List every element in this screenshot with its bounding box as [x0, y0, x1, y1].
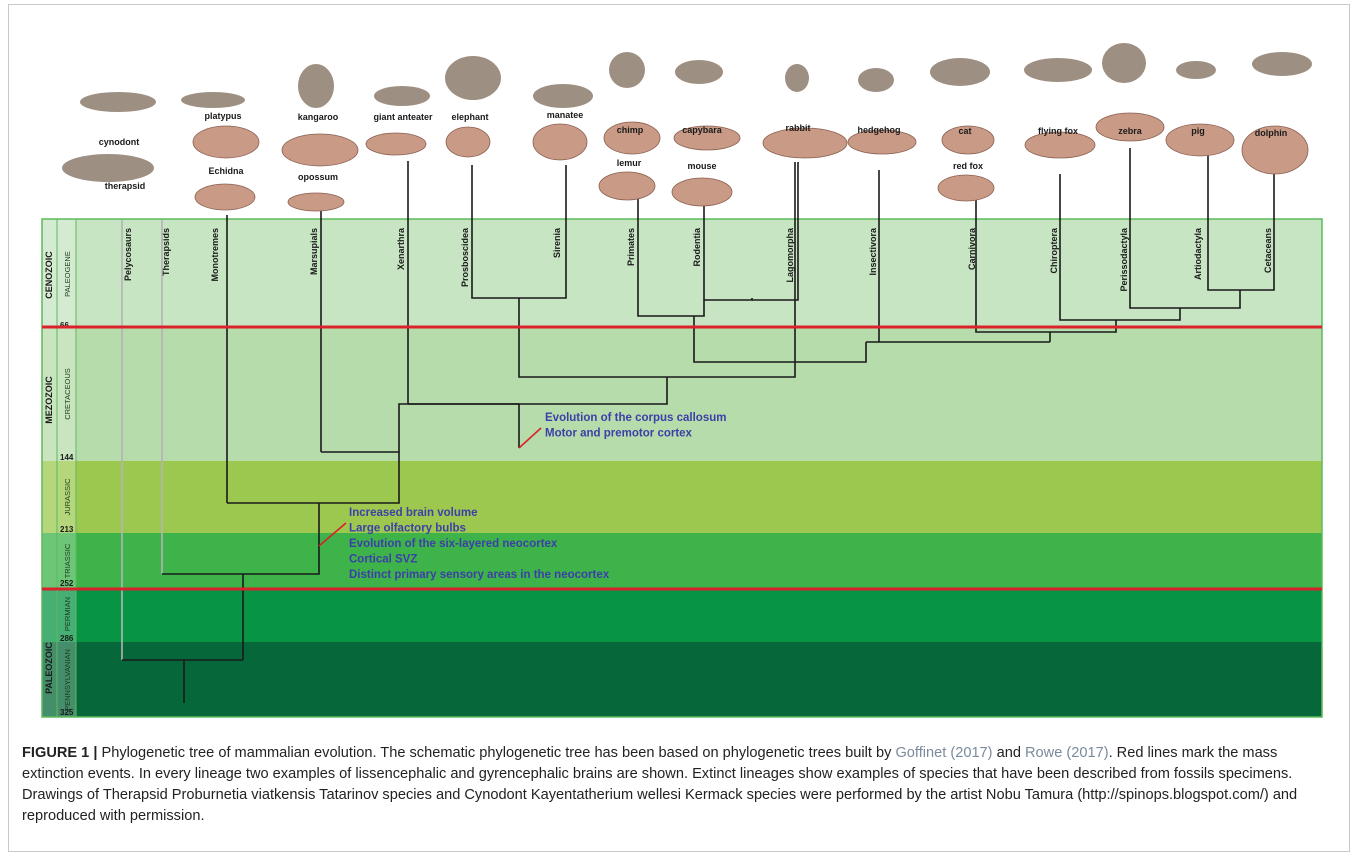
brain-lemur	[599, 172, 655, 200]
annotation-1-line-1: Large olfactory bulbs	[349, 523, 466, 535]
animal-zebra	[1102, 43, 1146, 83]
brain-manatee	[533, 124, 587, 160]
clade-label-primates: Primates	[626, 228, 636, 266]
brain-platypus	[193, 126, 259, 158]
species-label-echidna: Echidna	[208, 166, 244, 176]
species-label-elephant: elephant	[451, 112, 488, 122]
species-label-opossum: opossum	[298, 172, 338, 182]
animal-elephant	[445, 56, 501, 100]
clade-label-perissodactyla: Perissodactyla	[1119, 227, 1129, 292]
band-cretaceous	[42, 328, 1322, 461]
species-label-rabbit: rabbit	[785, 123, 810, 133]
clade-label-xenarthra: Xenarthra	[396, 227, 406, 270]
annotation-1-line-4: Distinct primary sensory areas in the ne…	[349, 569, 610, 581]
period-label-paleogene: PALEOGENE	[63, 251, 72, 297]
species-label-platypus: platypus	[204, 111, 241, 121]
era-label-cenozoic: CENOZOIC	[44, 251, 54, 299]
figure-caption: FIGURE 1 | Phylogenetic tree of mammalia…	[22, 743, 1336, 827]
era-label-paleozoic: PALEOZOIC	[44, 642, 54, 694]
period-label-triassic: TRIASSIC	[63, 543, 72, 578]
animal-therapsid	[62, 154, 154, 182]
species-label-hedgehog: hedgehog	[858, 125, 901, 135]
clade-label-marsupials: Marsupials	[309, 228, 319, 275]
period-label-pennsylvanian: PENNSYLVANIAN	[63, 649, 72, 711]
clade-label-cetaceans: Cetaceans	[1263, 228, 1273, 273]
period-label-cretaceous: CRETACEOUS	[63, 368, 72, 420]
clade-label-sirenia: Sirenia	[552, 227, 562, 258]
species-label-dolphin: dolphin	[1255, 128, 1288, 138]
species-label-lemur: lemur	[617, 158, 642, 168]
clade-label-monotremes: Monotremes	[210, 228, 220, 282]
citation-rowe[interactable]: Rowe (2017)	[1025, 745, 1109, 761]
period-label-jurassic: JURASSIC	[63, 478, 72, 516]
clade-label-prosboscidea: Prosboscidea	[460, 227, 470, 287]
brain-echidna	[195, 184, 255, 210]
brain-kangaroo	[282, 134, 358, 166]
animal-hedgehog	[858, 68, 894, 92]
animal-giant-anteater	[374, 86, 430, 106]
clade-label-rodentia: Rodentia	[692, 227, 702, 266]
brain-mouse	[672, 178, 732, 206]
animal-platypus	[181, 92, 245, 108]
citation-goffinet[interactable]: Goffinet (2017)	[895, 745, 992, 761]
annotation-0-line-0: Evolution of the corpus callosum	[545, 412, 726, 424]
species-label-cat: cat	[958, 126, 971, 136]
annotation-1-line-2: Evolution of the six-layered neocortex	[349, 538, 558, 550]
animal-capybara	[675, 60, 723, 84]
age-label-213: 213	[60, 525, 74, 534]
species-label-pig: pig	[1191, 126, 1205, 136]
age-label-252: 252	[60, 579, 74, 588]
species-label-manatee: manatee	[547, 110, 584, 120]
animal-dolphin	[1252, 52, 1312, 76]
age-label-325: 325	[60, 708, 74, 717]
brain-opossum	[288, 193, 344, 211]
animal-cat	[930, 58, 990, 86]
animal-rabbit	[785, 64, 809, 92]
caption-label: FIGURE 1 |	[22, 745, 97, 761]
age-label-144: 144	[60, 453, 74, 462]
species-label-cynodont: cynodont	[99, 137, 140, 147]
band-triassic	[42, 533, 1322, 589]
species-label-kangaroo: kangaroo	[298, 112, 339, 122]
band-pennsylvanian	[42, 642, 1322, 717]
annotation-1-line-0: Increased brain volume	[349, 507, 477, 519]
species-label-mouse: mouse	[687, 161, 716, 171]
animal-flying-fox	[1024, 58, 1092, 82]
species-label-red-fox: red fox	[953, 161, 983, 171]
clade-label-lagomorpha: Lagomorpha	[785, 227, 795, 282]
species-label-therapsid: therapsid	[105, 181, 146, 191]
clade-label-pelycosaurs: Pelycosaurs	[123, 228, 133, 281]
era-label-mezozoic: MEZOZOIC	[44, 376, 54, 424]
animal-kangaroo	[298, 64, 334, 108]
animal-cynodont	[80, 92, 156, 112]
clade-label-chiroptera: Chiroptera	[1049, 227, 1059, 274]
period-label-permian: PERMIAN	[63, 597, 72, 631]
phylogenetic-tree-figure: CENOZOIC MEZOZOIC PALEOZOIC PALEOGENE CRETAC…	[0, 0, 1358, 740]
brain-red-fox	[938, 175, 994, 201]
clade-label-insectivora: Insectivora	[868, 227, 878, 276]
caption-text-1: Phylogenetic tree of mammalian evolution…	[97, 745, 895, 761]
animal-manatee	[533, 84, 593, 108]
species-label-chimp: chimp	[617, 125, 644, 135]
band-jurassic	[42, 461, 1322, 533]
species-label-flying-fox: flying fox	[1038, 126, 1078, 136]
species-label-giant-anteater: giant anteater	[373, 112, 433, 122]
clade-label-artiodactyla: Artiodactyla	[1193, 227, 1203, 280]
animal-chimp	[609, 52, 645, 88]
species-label-zebra: zebra	[1118, 126, 1143, 136]
species-label-capybara: capybara	[682, 125, 723, 135]
band-permian	[42, 589, 1322, 642]
annotation-0-line-1: Motor and premotor cortex	[545, 428, 693, 440]
age-label-286: 286	[60, 634, 74, 643]
caption-text-2: and	[993, 745, 1025, 761]
brain-elephant	[446, 127, 490, 157]
animal-pig	[1176, 61, 1216, 79]
annotation-1-line-3: Cortical SVZ	[349, 554, 417, 566]
brain-giant-anteater	[366, 133, 426, 155]
